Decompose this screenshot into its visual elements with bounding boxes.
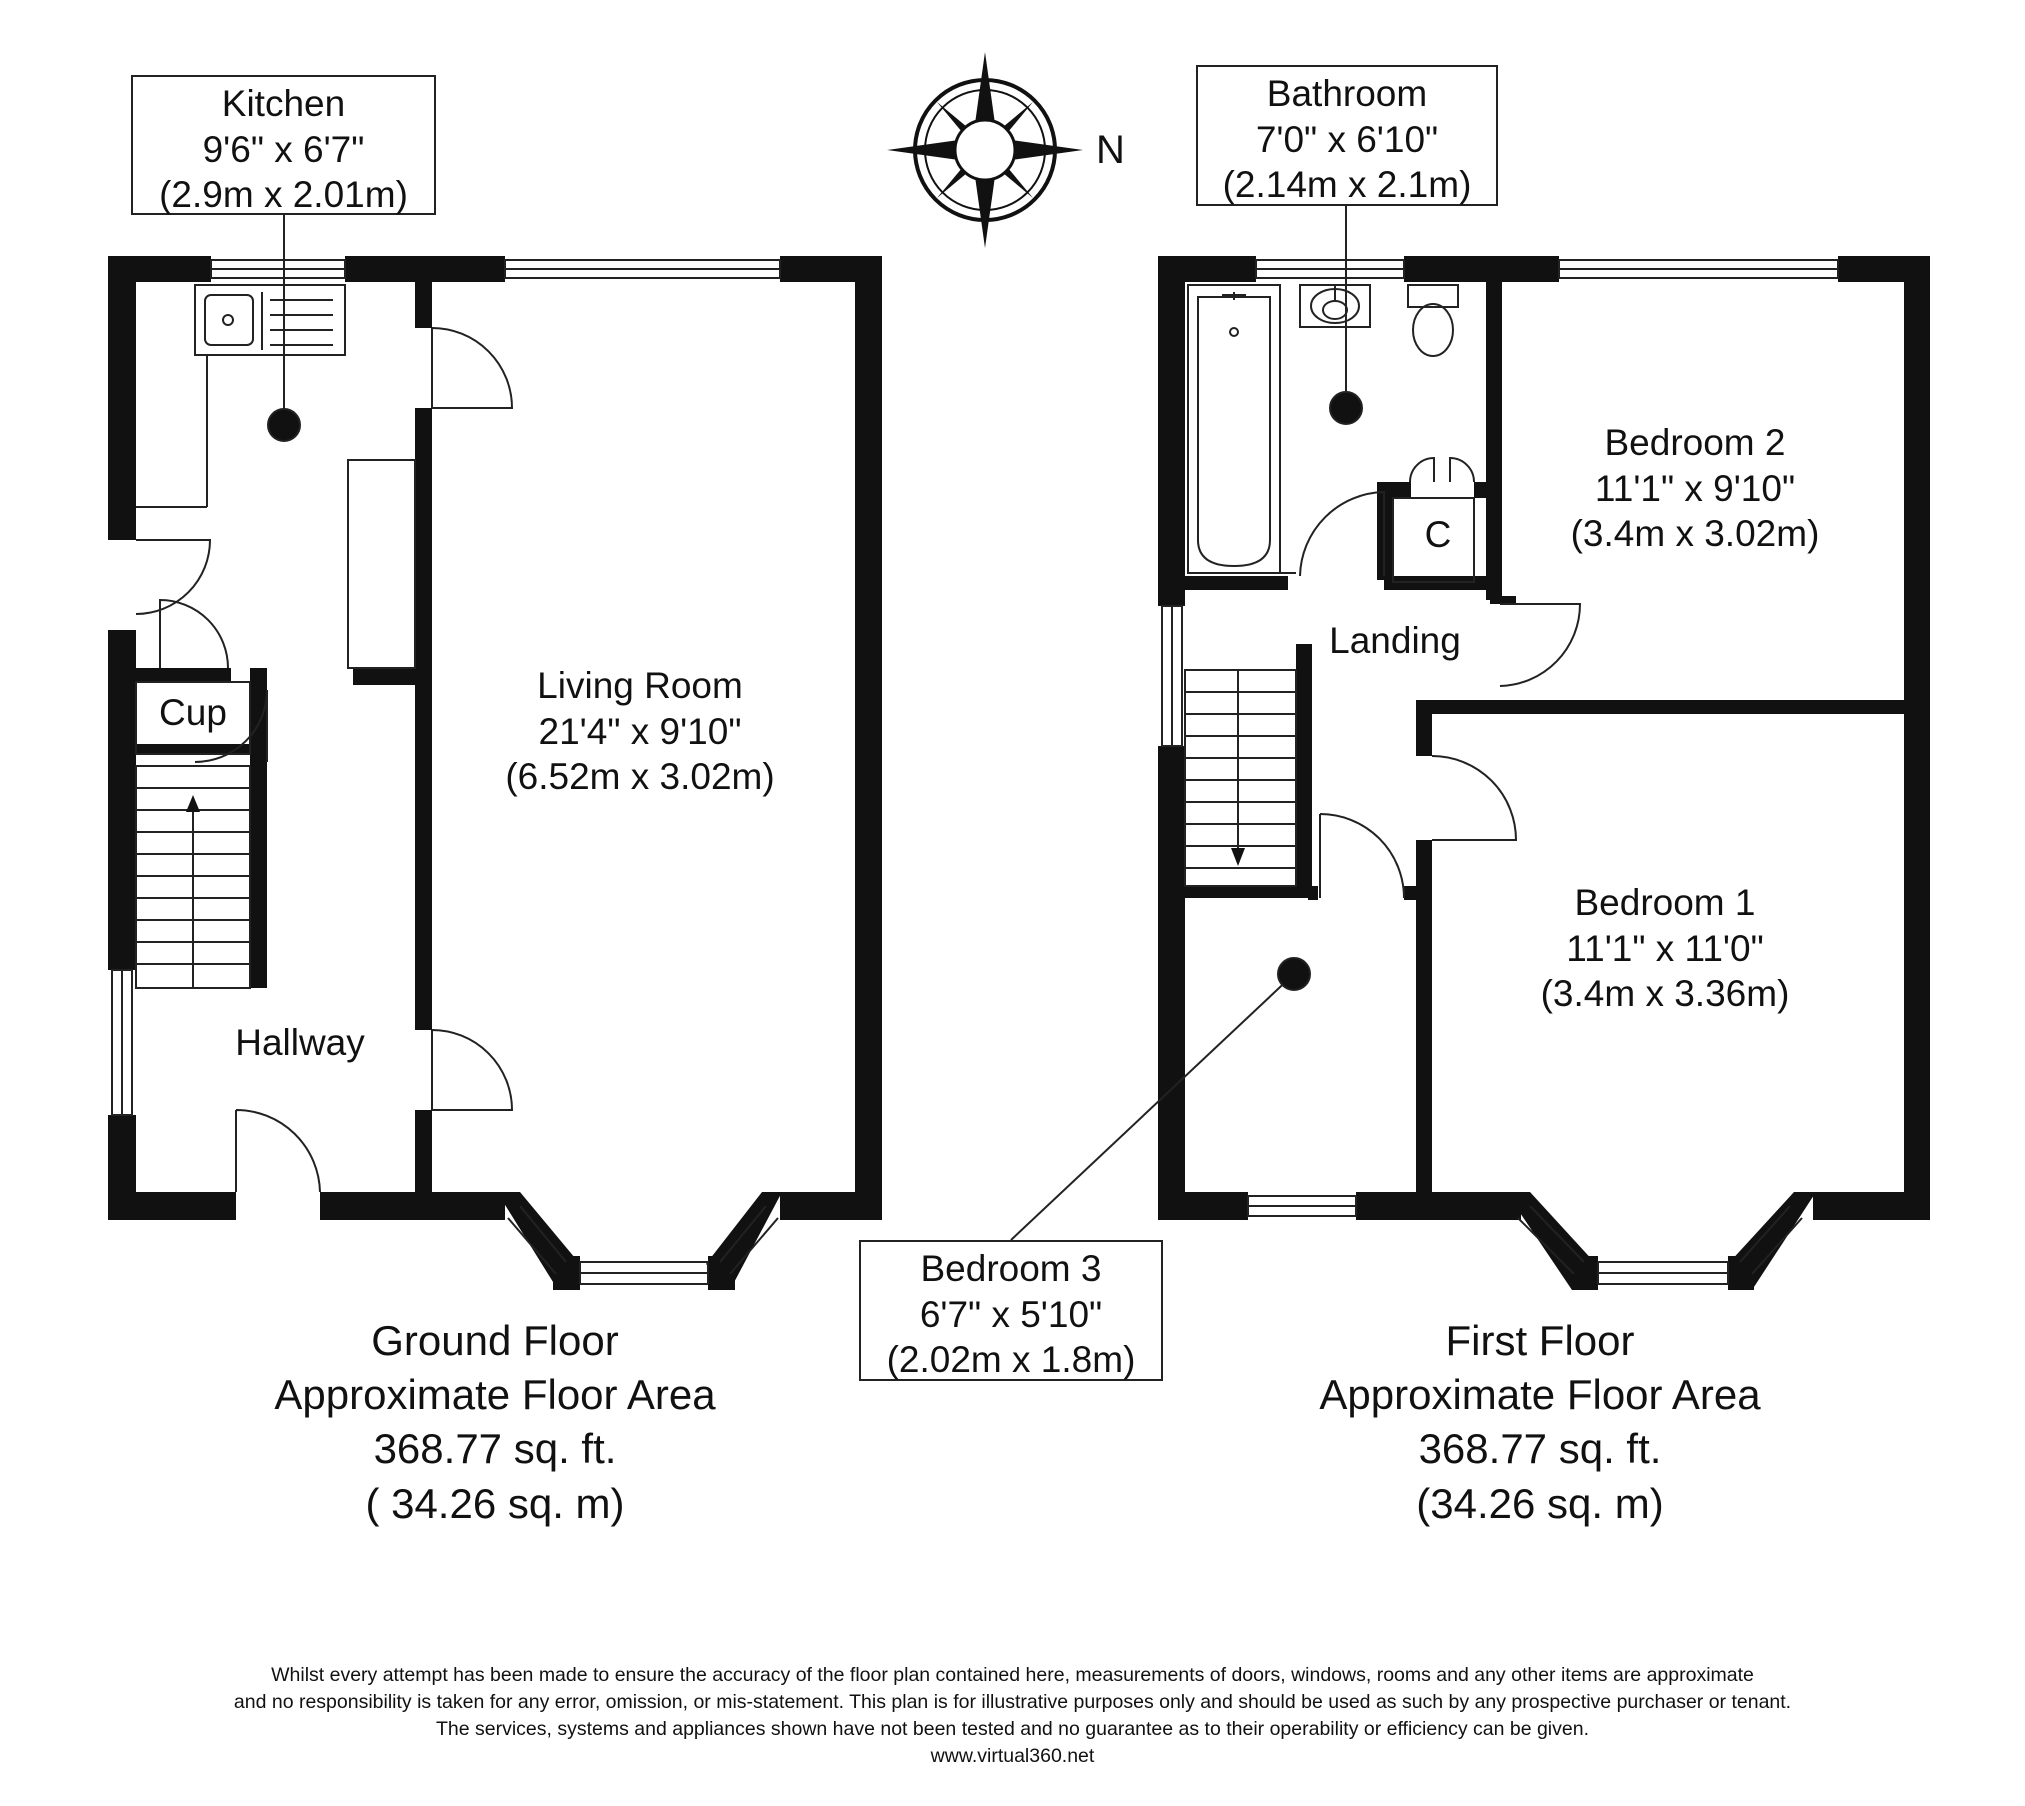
ground-floor-subtitle: Approximate Floor Area — [274, 1371, 716, 1419]
living-room-metric: (6.52m x 3.02m) — [505, 756, 775, 797]
first-stairs — [1184, 669, 1297, 887]
ground-floor-walls — [108, 256, 882, 1220]
disclaimer-line-1: Whilst every attempt has been made to en… — [271, 1664, 1754, 1686]
toilet — [1407, 284, 1459, 357]
ground-floor-area: Ground Floor Approximate Floor Area 368.… — [195, 1314, 795, 1531]
first-floor-sqft: 368.77 sq. ft. — [1418, 1425, 1662, 1473]
kitchen-metric: (2.9m x 2.01m) — [159, 174, 408, 215]
bedroom1-label: Bedroom 1 11'1" x 11'0" (3.4m x 3.36m) — [1500, 880, 1830, 1017]
bedroom1-name: Bedroom 1 — [1574, 882, 1756, 923]
disclaimer-line-2: and no responsibility is taken for any e… — [233, 1690, 1792, 1713]
bedroom1-imperial: 11'1" x 11'0" — [1566, 927, 1764, 969]
front-door-arc — [235, 1109, 321, 1193]
bedroom3-callout: Bedroom 3 6'7" x 5'10" (2.02m x 1.8m) — [859, 1240, 1163, 1381]
back-door-arc — [135, 539, 212, 615]
bedroom2-imperial: 11'1" x 9'10" — [1594, 467, 1796, 509]
ground-floor-title: Ground Floor — [371, 1317, 619, 1364]
bedroom3-marker-dot — [1277, 957, 1311, 991]
bedroom3-imperial: 6'7" x 5'10" — [919, 1293, 1103, 1335]
bedroom1-metric: (3.4m x 3.36m) — [1540, 973, 1790, 1014]
kitchen-name: Kitchen — [221, 83, 346, 124]
kitchen-marker-dot — [267, 408, 301, 442]
cupboard-doors — [1409, 456, 1475, 483]
living-room-label: Living Room 21'4" x 9'10" (6.52m x 3.02m… — [470, 663, 810, 800]
hallway-label: Hallway — [235, 1022, 365, 1063]
ground-stairs — [135, 765, 251, 989]
living-room-name: Living Room — [537, 665, 743, 706]
first-floor-title: First Floor — [1445, 1317, 1635, 1364]
bedroom3-name: Bedroom 3 — [920, 1248, 1102, 1289]
bedroom1-door-arc — [1431, 755, 1518, 841]
living-door-arc — [431, 1029, 514, 1111]
bedroom2-door-arc — [1499, 603, 1582, 687]
landing-label: Landing — [1329, 620, 1461, 661]
first-floor-sqm: (34.26 sq. m) — [1416, 1479, 1664, 1527]
cupboard-c-label: C — [1424, 514, 1452, 555]
bathtub — [1187, 284, 1281, 574]
bathroom-door-arc — [1299, 490, 1385, 577]
bathroom-metric: (2.14m x 2.1m) — [1222, 164, 1472, 205]
bedroom3-metric: (2.02m x 1.8m) — [886, 1339, 1136, 1380]
kitchen-door-arc — [431, 327, 514, 409]
disclaimer-line-3: The services, systems and appliances sho… — [435, 1717, 1589, 1740]
north-label: N — [1096, 128, 1125, 172]
compass-rose-icon — [887, 52, 1083, 248]
bedroom2-label: Bedroom 2 11'1" x 9'10" (3.4m x 3.02m) — [1530, 420, 1860, 557]
bedroom3-door-arc — [1319, 813, 1405, 899]
cup-label: Cup — [159, 692, 227, 733]
bathroom-imperial: 7'0" x 6'10" — [1255, 118, 1439, 160]
living-room-imperial: 21'4" x 9'10" — [538, 710, 742, 752]
bathroom-marker-dot — [1329, 391, 1363, 425]
website-link[interactable]: www.virtual360.net — [930, 1744, 1095, 1767]
kitchen-imperial: 9'6" x 6'7" — [202, 128, 365, 170]
kitchen-counter — [347, 459, 416, 669]
first-floor-walls — [1158, 256, 1930, 1220]
disclaimer: Whilst every attempt has been made to en… — [0, 1662, 2025, 1770]
bathroom-name: Bathroom — [1266, 73, 1428, 114]
cup-door-arc — [159, 598, 229, 669]
hall-door-arc — [194, 689, 268, 763]
kitchen-sink-unit — [194, 284, 346, 356]
bedroom2-metric: (3.4m x 3.02m) — [1570, 513, 1820, 554]
wash-basin — [1299, 284, 1371, 328]
ground-floor-sqft: 368.77 sq. ft. — [373, 1425, 617, 1473]
bathroom-callout: Bathroom 7'0" x 6'10" (2.14m x 2.1m) — [1196, 65, 1498, 206]
first-floor-subtitle: Approximate Floor Area — [1319, 1371, 1761, 1419]
kitchen-callout: Kitchen 9'6" x 6'7" (2.9m x 2.01m) — [131, 75, 436, 215]
bedroom2-name: Bedroom 2 — [1604, 422, 1786, 463]
first-floor-area: First Floor Approximate Floor Area 368.7… — [1240, 1314, 1840, 1531]
ground-floor-sqm: ( 34.26 sq. m) — [365, 1479, 625, 1527]
